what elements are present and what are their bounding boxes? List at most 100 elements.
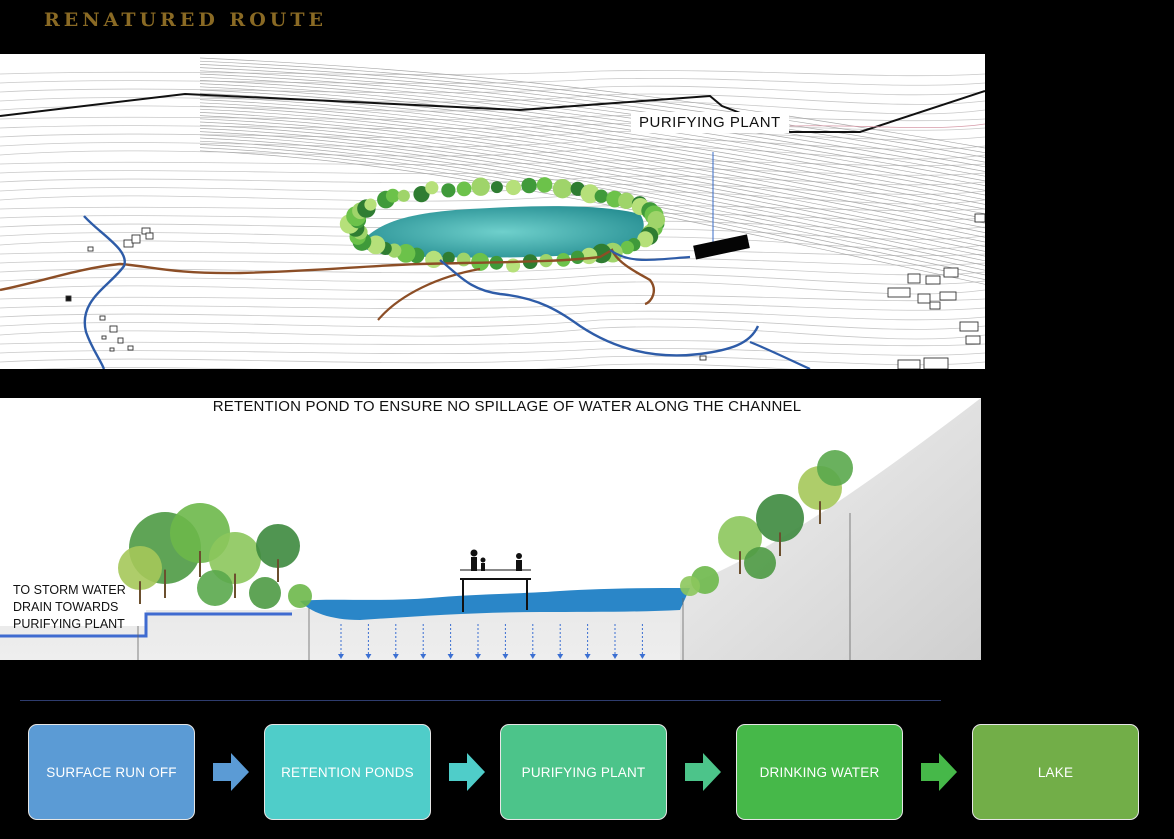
property-line	[789, 123, 985, 129]
contour-line	[0, 146, 985, 160]
contour-line	[0, 191, 985, 205]
contour-line	[199, 96, 985, 205]
seepage-arrows	[338, 624, 646, 659]
tree	[580, 247, 598, 265]
tree	[364, 198, 377, 211]
tree	[505, 179, 521, 196]
tree-canopy	[118, 546, 162, 590]
tree	[397, 189, 410, 202]
contour-line	[199, 105, 985, 219]
contour-line	[199, 131, 985, 257]
contour-line	[0, 138, 985, 150]
contour-line	[0, 115, 985, 122]
tree-canopy	[817, 450, 853, 486]
contour-line	[199, 86, 985, 191]
seepage-arrowhead	[557, 654, 564, 659]
contour-line	[199, 99, 985, 210]
tree	[396, 244, 416, 263]
contour-line	[199, 121, 985, 243]
tree	[552, 179, 573, 199]
channel-water	[300, 588, 690, 620]
contour-line	[199, 124, 985, 248]
tree-canopy	[249, 577, 281, 609]
tree	[425, 181, 439, 195]
tree	[456, 252, 471, 267]
flow-step-surface-run-off: SURFACE RUN OFF	[28, 724, 195, 820]
pond-trees	[339, 177, 666, 273]
contour-line	[0, 122, 985, 131]
contour-line	[0, 77, 985, 86]
contour-line	[199, 60, 985, 154]
seepage-arrowhead	[529, 654, 536, 659]
seepage-arrowhead	[392, 654, 399, 659]
site-map-drawing	[0, 57, 985, 369]
seepage-arrowhead	[420, 654, 427, 659]
stream-main	[439, 259, 760, 357]
tree-canopy	[209, 532, 261, 584]
contour-line	[199, 134, 985, 262]
tree	[413, 186, 430, 203]
contour-line	[0, 340, 985, 347]
ridge-line	[0, 90, 985, 133]
stream-branch	[749, 340, 811, 369]
contour-line	[0, 302, 985, 311]
contour-line	[0, 273, 985, 285]
tree	[618, 192, 635, 209]
contour-line	[199, 108, 985, 224]
walking-path	[0, 248, 655, 306]
tree	[536, 177, 553, 193]
contour-line	[199, 128, 985, 252]
contour-line	[0, 355, 985, 366]
storm-label-line: DRAIN TOWARDS	[13, 600, 119, 614]
tree	[570, 250, 585, 264]
tree	[637, 231, 654, 248]
contour-line	[199, 150, 985, 285]
contour-line	[199, 89, 985, 196]
seepage-arrowhead	[475, 654, 481, 659]
seepage-arrowhead	[584, 654, 591, 659]
storm-drain-pipe	[0, 612, 292, 638]
tree-canopy	[288, 584, 312, 608]
channel-cross-section: RETENTION POND TO ENSURE NO SPILLAGE OF …	[0, 398, 981, 660]
tree-canopy	[756, 494, 804, 542]
site-map: PURIFYING PLANT	[0, 54, 985, 369]
purifying-plant-label: PURIFYING PLANT	[631, 112, 789, 133]
seepage-arrowhead	[502, 654, 509, 659]
water-flow-diagram: SURFACE RUN OFF RETENTION PONDS PURIFYIN…	[0, 724, 1174, 824]
contour-line	[0, 281, 985, 295]
tree-canopy	[197, 570, 233, 606]
contour-line	[32, 363, 795, 369]
stream-right	[609, 249, 691, 261]
hillside	[680, 398, 981, 660]
contour-line	[199, 115, 985, 233]
seepage-arrowhead	[365, 654, 372, 659]
contour-line	[199, 118, 985, 238]
contour-line	[199, 83, 985, 186]
contour-line	[0, 318, 985, 330]
contour-line	[0, 130, 985, 141]
contour-line	[0, 70, 985, 77]
cross-section-drawing	[0, 398, 981, 660]
contour-line	[199, 64, 985, 158]
contour-line	[0, 347, 985, 356]
contour-line	[199, 102, 985, 215]
page-title: RENATURED ROUTE	[44, 9, 327, 31]
tree	[594, 189, 608, 203]
tree-canopy	[256, 524, 300, 568]
tree-canopy	[718, 516, 762, 560]
stream-left	[83, 215, 126, 369]
deck-people	[470, 549, 522, 571]
purifying-plant-building	[693, 234, 750, 260]
tree	[647, 211, 666, 229]
section-caption: RETENTION POND TO ENSURE NO SPILLAGE OF …	[212, 398, 802, 415]
contour-line	[0, 160, 985, 167]
contour-line	[199, 57, 985, 149]
seepage-arrowhead	[447, 654, 454, 659]
flow-arrow	[921, 753, 957, 791]
walking-path-branch	[377, 267, 481, 321]
contour-line	[0, 295, 985, 302]
contour-line	[199, 80, 985, 182]
contour-line	[0, 85, 985, 96]
seepage-arrowhead	[639, 654, 646, 659]
tree	[385, 188, 400, 203]
